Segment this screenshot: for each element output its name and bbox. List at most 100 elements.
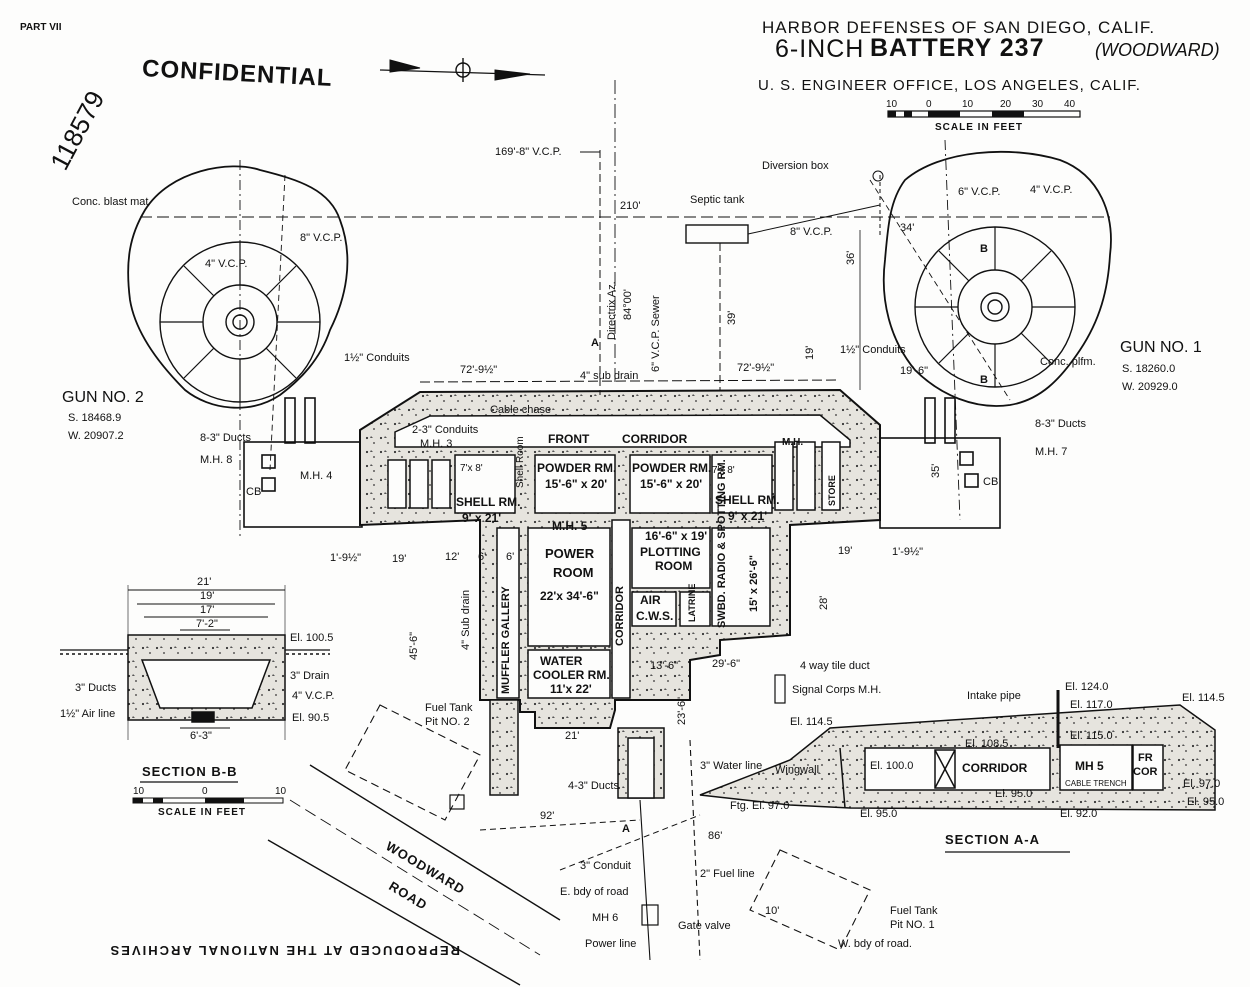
section-b-mark-south: B [980, 374, 988, 386]
corridor-vertical-label: CORRIDOR [614, 586, 626, 646]
vcp-169-label: 169'-8" V.C.P. [495, 146, 562, 158]
fuel-tank-1-label-a: Fuel Tank [890, 905, 938, 917]
fuel-tank-2-label-a: Fuel Tank [425, 702, 473, 714]
vcp-8-right-label: 8" V.C.P. [790, 226, 833, 238]
woodward-road [267, 674, 871, 986]
dim-210-label: 210' [620, 200, 641, 212]
conduits-left-label: 1½" Conduits [344, 352, 410, 364]
dim-13-6: 13'-6" [650, 660, 679, 672]
section-aa-el114-left: El. 114.5 [790, 716, 833, 728]
section-bb-d17: 17' [200, 604, 215, 616]
directrix-label: Directrix Az. [606, 281, 618, 340]
signal-mh-label: Signal Corps M.H. [792, 684, 882, 696]
power-room-label-b: ROOM [553, 565, 594, 580]
gun-1-title: GUN NO. 1 [1120, 339, 1202, 356]
dim-92: 92' [540, 810, 555, 822]
north-arrow-icon [379, 58, 546, 82]
header-scale-title: SCALE IN FEET [935, 122, 1024, 133]
dim-1-9-right: 1'-9½" [892, 546, 924, 558]
vcp-4-right-label: 4" V.C.P. [1030, 184, 1073, 196]
section-bb-drawing [60, 585, 330, 740]
section-a-mark-south: A [622, 823, 630, 835]
section-bb-title: SECTION B-B [142, 764, 238, 779]
section-aa-el95-left: El. 95.0 [860, 808, 898, 820]
conduits-2-label: 2-3" Conduits [412, 424, 479, 436]
scale-3-label: 20 [1000, 99, 1012, 110]
vcp-4-left-label: 4" V.C.P. [205, 258, 248, 270]
section-bb-d19: 19' [200, 590, 215, 602]
diversion-box-label: Diversion box [762, 160, 829, 172]
header-line-2-note: (WOODWARD) [1095, 40, 1220, 60]
dim-29-6: 29'-6" [712, 658, 741, 670]
muffler-gallery-label: MUFFLER GALLERY [500, 586, 512, 694]
dim-86: 86' [708, 830, 723, 842]
section-bb-d72: 7'-2" [196, 618, 218, 630]
utility-pipes [419, 150, 884, 395]
section-aa-el117: El. 117.0 [1070, 699, 1113, 711]
dim-6b: 6' [506, 551, 515, 563]
mh7-label: M.H. 7 [1035, 446, 1068, 458]
section-aa-corridor: CORRIDOR [962, 761, 1028, 775]
dim-6a: 6' [478, 551, 487, 563]
conduits-right-label: 1½" Conduits [840, 344, 906, 356]
powder-right-dim: 15'-6" x 20' [640, 477, 703, 491]
gun-1-s: S. 18260.0 [1122, 363, 1176, 375]
section-aa-el124: El. 124.0 [1065, 681, 1109, 693]
dim-35: 35' [930, 463, 942, 478]
ducts-right-label: 8-3" Ducts [1035, 418, 1086, 430]
dim-7x8-b: 7'x 8' [712, 465, 735, 476]
section-aa-cor: COR [1133, 766, 1158, 778]
vcp-8-left-label: 8" V.C.P. [300, 232, 343, 244]
section-aa-wingwall: Wingwall [775, 764, 820, 776]
ducts-4-3-label: 4-3" Ducts [568, 780, 619, 792]
blast-mat-label: Conc. blast mat [72, 196, 149, 208]
mh-right-label: M.H. [782, 437, 804, 448]
section-aa-mh5: MH 5 [1075, 759, 1104, 773]
gun-emplacement-1 [869, 139, 1112, 521]
swbd-dim: 15' x 26'-6" [748, 555, 760, 612]
section-bb-scale-0: 10 [133, 786, 145, 797]
header-line-3: U. S. ENGINEER OFFICE, LOS ANGELES, CALI… [758, 77, 1141, 94]
dim-19-right: 19' [838, 545, 853, 557]
conduit-label: 3" Conduit [580, 860, 631, 872]
plotting-label-b: ROOM [655, 559, 693, 573]
mh5-label: M.H. 5 [552, 519, 588, 533]
scale-1-label: 0 [926, 99, 932, 110]
header-line-2-prefix: 6-INCH [775, 35, 865, 63]
header-scale-bar [887, 110, 1081, 118]
section-aa-intake: Intake pipe [967, 690, 1021, 702]
power-line-label: Power line [585, 938, 637, 950]
power-room-dim: 22'x 34'-6" [540, 589, 599, 603]
dim-1-9-left: 1'-9½" [330, 552, 362, 564]
section-bb-vcp: 4" V.C.P. [292, 690, 335, 702]
cb-left-label: CB [246, 486, 262, 498]
header-line-2-main: BATTERY 237 [870, 34, 1045, 62]
section-aa-footing: Ftg. El. 97.0 [730, 800, 790, 812]
section-bb-d21: 21' [197, 576, 212, 588]
powder-left-label: POWDER RM. [537, 461, 617, 475]
mh4-label: M.H. 4 [300, 470, 333, 482]
powder-right-label: POWDER RM. [632, 461, 712, 475]
section-bb-scale-1: 0 [202, 786, 208, 797]
gun-2-w: W. 20907.2 [68, 430, 124, 442]
confidential-stamp: CONFIDENTIAL [141, 55, 334, 92]
dim-7x8-a: 7'x 8' [460, 463, 483, 474]
swbd-label: SWBD. RADIO & SPOTTING RM. [716, 459, 728, 628]
azimuth-label: 84°00' [622, 289, 634, 320]
cb-right-label: CB [983, 476, 999, 488]
section-aa-el92: El. 92.0 [1060, 808, 1098, 820]
dim-45-6: 45'-6" [408, 631, 420, 660]
shell-room-small-label: Shell Room [515, 436, 526, 488]
fuel-tank-1-label-b: Pit NO. 1 [890, 919, 935, 931]
section-bb-scale-2: 10 [275, 786, 287, 797]
dim-12: 12' [445, 551, 460, 563]
dim-19v-label: 19' [804, 345, 816, 360]
dim-21: 21' [565, 730, 580, 742]
water-line-label: 3" Water line [700, 760, 763, 772]
dim-72-left-label: 72'-9½" [460, 364, 498, 376]
scale-0-label: 10 [886, 99, 898, 110]
scale-5-label: 40 [1064, 99, 1076, 110]
air-label: AIR [640, 593, 661, 607]
subdrain-label: 4" sub drain [580, 370, 639, 382]
